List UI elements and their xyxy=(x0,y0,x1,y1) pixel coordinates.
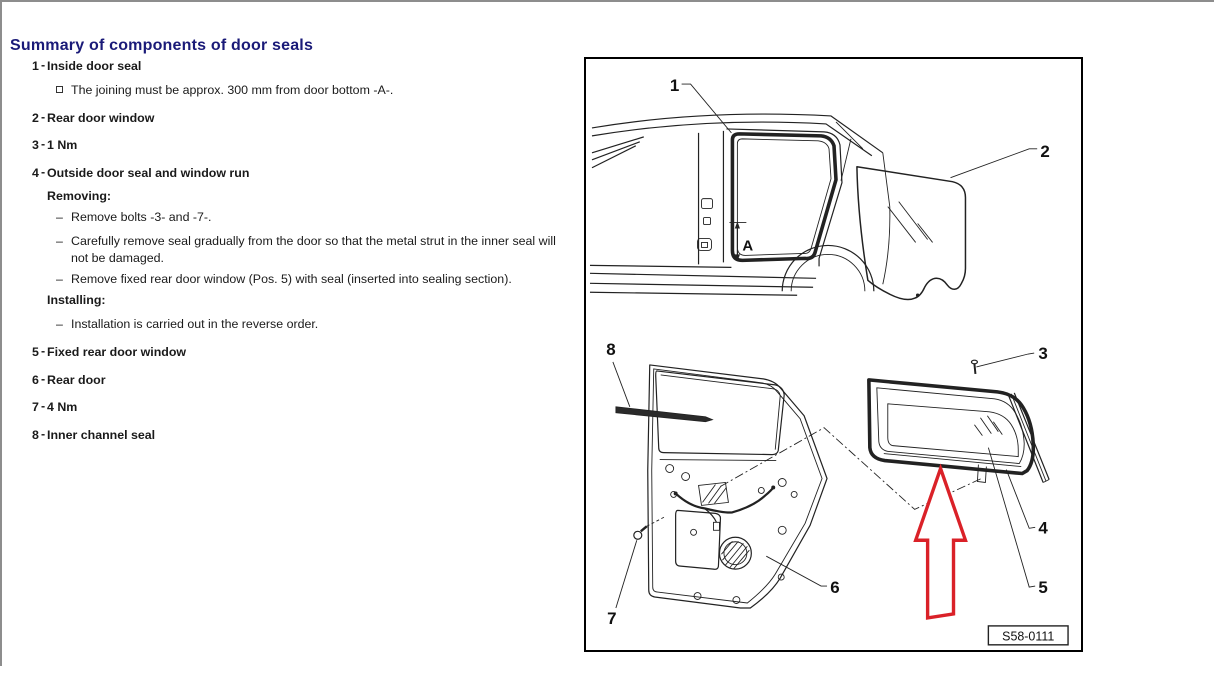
dash-bullet: – xyxy=(56,210,63,224)
outline-item-2: 2-Rear door window xyxy=(32,110,155,127)
item-label: Fixed rear door window xyxy=(47,345,187,359)
item-separator: - xyxy=(41,427,46,441)
figure-code-box: S58-0111 xyxy=(987,625,1069,646)
page-title: Summary of components of door seals xyxy=(10,36,314,54)
figure-code: S58-0111 xyxy=(1002,629,1054,643)
rear-door-window-glass: 2 xyxy=(856,142,1050,301)
outline-dash-step: –Remove fixed rear door window (Pos. 5) … xyxy=(56,271,512,288)
item-separator: - xyxy=(41,58,46,72)
item-number: 2 xyxy=(32,111,39,125)
dimension-a-label: A xyxy=(742,237,753,254)
removing-subheading: Removing: xyxy=(47,189,112,203)
dash-bullet: – xyxy=(56,272,63,286)
item-number: 4 xyxy=(32,166,39,180)
item-separator: - xyxy=(41,165,46,179)
rear-door-panel: 8 7 6 xyxy=(606,340,840,628)
page-top-border xyxy=(0,0,1214,2)
item-number: 7 xyxy=(32,400,39,414)
red-direction-arrow xyxy=(913,463,968,620)
step-text: Carefully remove seal gradually from the… xyxy=(71,234,556,265)
outline-square-note: The joining must be approx. 300 mm from … xyxy=(56,82,394,99)
callout-1: 1 xyxy=(670,76,679,95)
outline-item-4: 4-Outside door seal and window run xyxy=(32,165,250,182)
door-seals-diagram-frame: A 1 2 xyxy=(584,57,1083,652)
callout-8: 8 xyxy=(606,340,615,359)
installing-subheading: Installing: xyxy=(47,293,106,307)
item-number: 5 xyxy=(32,345,39,359)
item-label: Outside door seal and window run xyxy=(47,166,250,180)
item-separator: - xyxy=(41,372,46,386)
item-label: Rear door xyxy=(47,373,106,387)
outline-dash-step: –Installation is carried out in the reve… xyxy=(56,316,319,333)
item-number: 3 xyxy=(32,138,39,152)
note-text: The joining must be approx. 300 mm from … xyxy=(71,83,394,97)
outline-item-3: 3-1 Nm xyxy=(32,137,78,154)
outline-dash-step: –Remove bolts -3- and -7-. xyxy=(56,209,212,226)
item-label: 1 Nm xyxy=(47,138,78,152)
item-separator: - xyxy=(41,399,46,413)
item-number: 1 xyxy=(32,59,39,73)
item-separator: - xyxy=(41,344,46,358)
item-label: 4 Nm xyxy=(47,400,78,414)
item-separator: - xyxy=(41,137,46,151)
outside-seal-and-window: 3 4 5 xyxy=(867,344,1050,597)
page-left-border xyxy=(0,0,2,666)
callout-7: 7 xyxy=(607,609,616,628)
outline-item-5: 5-Fixed rear door window xyxy=(32,344,187,361)
dash-bullet: – xyxy=(56,317,63,331)
item-label: Inside door seal xyxy=(47,59,142,73)
outline-item-8: 8-Inner channel seal xyxy=(32,427,156,444)
step-text: Installation is carried out in the rever… xyxy=(71,317,319,331)
callout-2: 2 xyxy=(1040,142,1049,161)
square-bullet-icon xyxy=(56,86,63,93)
item-separator: - xyxy=(41,110,46,124)
callout-4: 4 xyxy=(1038,518,1048,537)
item-label: Rear door window xyxy=(47,111,155,125)
door-seals-illustration: A 1 2 xyxy=(589,76,1069,646)
car-side-view: A 1 xyxy=(589,76,891,296)
callout-3: 3 xyxy=(1038,344,1047,363)
outline-item-6: 6-Rear door xyxy=(32,372,106,389)
item-label: Inner channel seal xyxy=(47,428,156,442)
callout-6: 6 xyxy=(830,578,839,597)
step-text: Remove fixed rear door window (Pos. 5) w… xyxy=(71,272,512,286)
callout-5: 5 xyxy=(1038,578,1047,597)
outline-item-1: 1-Inside door seal xyxy=(32,58,142,75)
step-text: Remove bolts -3- and -7-. xyxy=(71,210,212,224)
item-number: 6 xyxy=(32,373,39,387)
dash-bullet: – xyxy=(56,234,63,248)
outline-item-7: 7-4 Nm xyxy=(32,399,78,416)
item-number: 8 xyxy=(32,428,39,442)
outline-dash-step: –Carefully remove seal gradually from th… xyxy=(56,233,576,266)
